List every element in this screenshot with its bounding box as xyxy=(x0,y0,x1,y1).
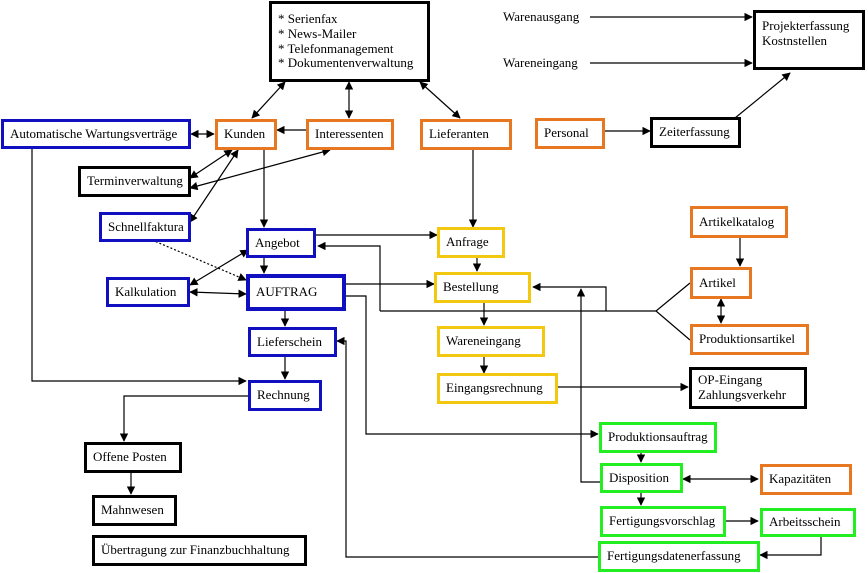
node-wareneingang[interactable]: Wareneingang xyxy=(437,326,545,357)
node-wartung-label: Automatische Wartungsverträge xyxy=(10,125,178,141)
node-auftrag-label: AUFTRAG xyxy=(256,284,318,300)
edge-arbeitsschein-fertigungsdaten xyxy=(759,536,822,560)
edge-fertigungsdaten-lieferschein xyxy=(336,336,598,558)
node-anfrage[interactable]: Anfrage xyxy=(437,227,505,258)
node-projekterfassung[interactable]: Projekterfassung Kostnstellen xyxy=(753,10,865,70)
node-offene-posten[interactable]: Offene Posten xyxy=(84,442,182,473)
edge-kommunikation-kunden xyxy=(251,81,286,119)
node-fertigungsdaten[interactable]: Fertigungsdatenerfassung xyxy=(598,541,760,572)
node-disposition[interactable]: Disposition xyxy=(600,463,683,493)
node-mahnwesen-label: Mahnwesen xyxy=(101,502,164,518)
edge-artikel-bestellung xyxy=(532,282,607,311)
node-produktionsauftrag[interactable]: Produktionsauftrag xyxy=(599,422,717,453)
edge-wartung-rechnung xyxy=(31,148,247,386)
node-artikelkatalog-label: Artikelkatalog xyxy=(699,213,775,229)
node-bestellung-label: Bestellung xyxy=(443,279,499,295)
node-kunden[interactable]: Kunden xyxy=(215,119,277,150)
node-op-eingang-line-1: OP-Eingang xyxy=(698,372,763,388)
node-interessenten[interactable]: Interessenten xyxy=(306,119,394,150)
node-schnellfaktura-label: Schnellfaktura xyxy=(108,218,184,234)
node-rechnung-label: Rechnung xyxy=(257,387,310,403)
node-auftrag[interactable]: AUFTRAG xyxy=(246,274,346,311)
node-kommunikation-line-3: * Telefonmanagement xyxy=(278,40,394,56)
edge-auftrag-produktionsauftrag xyxy=(346,295,599,439)
node-anfrage-label: Anfrage xyxy=(446,234,489,250)
edge-kalkulation-auftrag xyxy=(189,288,247,298)
node-lieferschein-label: Lieferschein xyxy=(257,333,322,349)
node-op-eingang[interactable]: OP-Eingang Zahlungsverkehr xyxy=(689,367,807,409)
node-kommunikation-line-1: * Serienfax xyxy=(278,10,338,26)
edge-rechnung-offene-posten xyxy=(119,395,248,442)
node-rechnung[interactable]: Rechnung xyxy=(248,380,322,411)
node-produktionsartikel[interactable]: Produktionsartikel xyxy=(690,324,809,355)
node-projekterfassung-line-1: Projekterfassung xyxy=(762,18,850,33)
node-uebertragung-label: Übertragung zur Finanzbuchhaltung xyxy=(101,542,290,558)
edge-schnellfaktura-kunden xyxy=(189,149,239,223)
node-terminverwaltung[interactable]: Terminverwaltung xyxy=(78,166,191,197)
node-eingangsrechnung-label: Eingangsrechnung xyxy=(446,380,543,396)
edge-zeiterfassung-projekterfassung xyxy=(734,72,791,119)
node-kalkulation[interactable]: Kalkulation xyxy=(106,277,190,307)
node-op-eingang-line-2: Zahlungsverkehr xyxy=(698,387,787,402)
node-fertigungsdaten-label: Fertigungsdatenerfassung xyxy=(607,548,741,564)
label-wareneingang: Wareneingang xyxy=(503,55,578,70)
edge-kunden-terminverwaltung xyxy=(189,149,233,179)
node-lieferschein[interactable]: Lieferschein xyxy=(248,327,337,357)
node-angebot[interactable]: Angebot xyxy=(246,228,316,258)
node-fertigungsvorschlag[interactable]: Fertigungsvorschlag xyxy=(600,506,726,537)
node-angebot-label: Angebot xyxy=(255,234,300,250)
node-lieferanten[interactable]: Lieferanten xyxy=(420,119,512,150)
node-produktionsartikel-label: Produktionsartikel xyxy=(699,331,796,347)
node-kunden-label: Kunden xyxy=(224,126,266,142)
node-lieferanten-label: Lieferanten xyxy=(429,126,489,142)
node-personal[interactable]: Personal xyxy=(535,118,605,149)
node-kommunikation-line-4: * Dokumentenverwaltung xyxy=(278,55,414,71)
edge-disposition-bestellung xyxy=(576,288,600,483)
node-zeiterfassung[interactable]: Zeiterfassung xyxy=(650,117,741,148)
node-personal-label: Personal xyxy=(544,125,589,141)
label-warenausgang: Warenausgang xyxy=(503,9,580,24)
edge-artikel-bracket xyxy=(655,282,691,341)
node-interessenten-label: Interessenten xyxy=(315,126,384,142)
node-uebertragung[interactable]: Übertragung zur Finanzbuchhaltung xyxy=(92,535,307,566)
node-kommunikation[interactable]: * Serienfax * News-Mailer * Telefonmanag… xyxy=(269,1,430,82)
node-offene-posten-label: Offene Posten xyxy=(93,449,167,465)
node-mahnwesen[interactable]: Mahnwesen xyxy=(92,495,177,526)
node-kapazitaeten-label: Kapazitäten xyxy=(769,471,832,487)
node-arbeitsschein[interactable]: Arbeitsschein xyxy=(760,508,856,537)
node-artikelkatalog[interactable]: Artikelkatalog xyxy=(690,206,788,238)
node-disposition-label: Disposition xyxy=(609,469,669,485)
node-fertigungsvorschlag-label: Fertigungsvorschlag xyxy=(609,513,716,529)
node-terminverwaltung-label: Terminverwaltung xyxy=(87,173,183,189)
node-kapazitaeten[interactable]: Kapazitäten xyxy=(760,464,852,495)
node-wareneingang-label: Wareneingang xyxy=(446,333,521,349)
node-kalkulation-label: Kalkulation xyxy=(115,283,177,299)
node-artikel[interactable]: Artikel xyxy=(690,267,752,299)
node-wartung[interactable]: Automatische Wartungsverträge xyxy=(1,119,191,149)
node-projekterfassung-line-2: Kostnstellen xyxy=(762,32,827,48)
node-produktionsauftrag-label: Produktionsauftrag xyxy=(608,429,708,445)
node-schnellfaktura[interactable]: Schnellfaktura xyxy=(99,212,191,242)
node-kommunikation-line-2: * News-Mailer xyxy=(278,25,357,41)
node-eingangsrechnung[interactable]: Eingangsrechnung xyxy=(437,373,558,404)
node-bestellung[interactable]: Bestellung xyxy=(434,272,531,303)
node-arbeitsschein-label: Arbeitsschein xyxy=(769,514,841,530)
edge-artikel-angebot xyxy=(317,241,381,311)
node-artikel-label: Artikel xyxy=(699,274,736,290)
edge-kalkulation-angebot xyxy=(189,249,249,286)
edge-kommunikation-lieferanten xyxy=(419,81,461,119)
node-zeiterfassung-label: Zeiterfassung xyxy=(659,124,730,140)
edge-interessenten-terminverwaltung xyxy=(189,147,331,191)
